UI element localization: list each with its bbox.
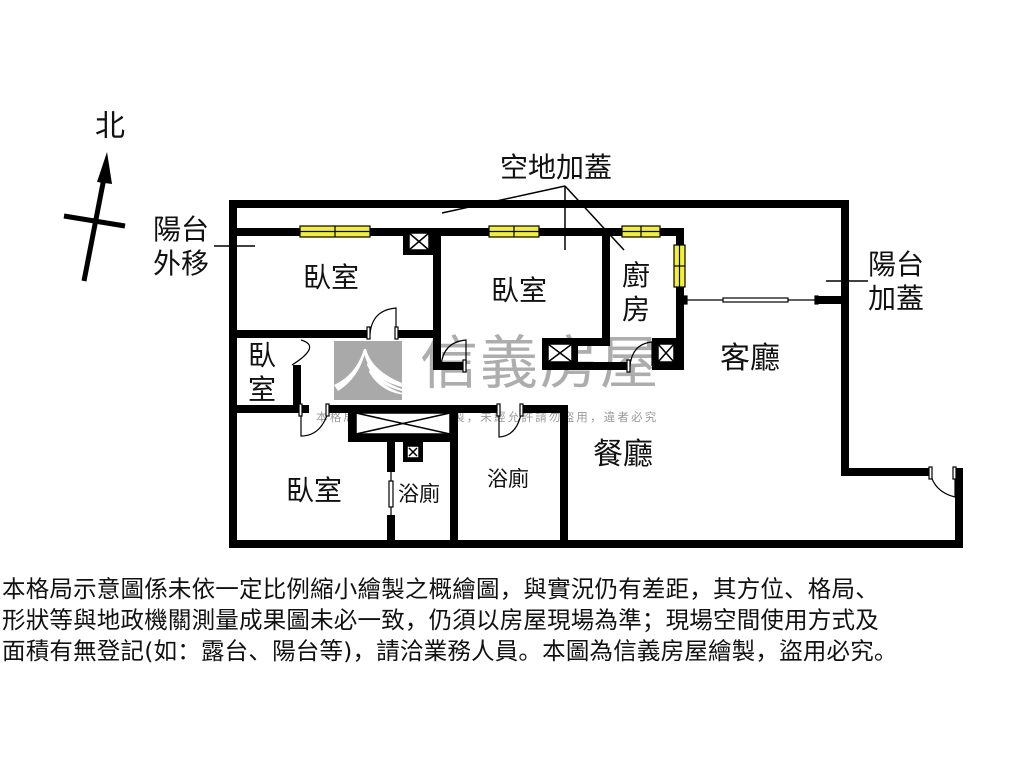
callout-line-1: 陽台 <box>868 248 925 281</box>
room-label-bedroom-sw: 臥室 <box>286 474 343 507</box>
room-label-bathroom-1: 浴廁 <box>398 482 440 506</box>
callout-vacant-land-addition: 空地加蓋 <box>500 151 613 184</box>
room-label-dining-room: 餐廳 <box>593 437 653 472</box>
disclaimer-line-1: 本格局示意圖係未依一定比例縮小繪製之概繪圖，與實況仍有差距，其方位、格局、 <box>2 575 879 603</box>
windows <box>299 225 686 288</box>
floor-plan <box>63 152 963 548</box>
kitchen-char-1: 廚 <box>622 259 651 292</box>
copyright-watermark-text: 本格局圖為信義房屋繪製，未經允許請勿盜用，違者必究 <box>316 410 659 424</box>
callout-line-2: 外移 <box>153 247 210 280</box>
callout-line-1: 陽台 <box>153 213 210 246</box>
bedroom-small-char-2: 室 <box>248 373 277 406</box>
callout-line-2: 加蓋 <box>868 282 925 315</box>
room-label-living-room: 客廳 <box>720 341 780 376</box>
brand-logo-watermark <box>334 341 402 400</box>
disclaimer-line-3: 面積有無登記(如：露台、陽台等)，請洽業務人員。本圖為信義房屋繪製，盜用必究。 <box>2 637 898 665</box>
north-label: 北 <box>95 109 125 144</box>
room-label-kitchen: 廚 房 <box>622 259 650 327</box>
room-label-bedroom-small: 臥 室 <box>248 339 276 407</box>
room-label-bathroom-2: 浴廁 <box>487 467 529 491</box>
bathroom-sliding-door <box>388 472 394 515</box>
north-arrow-icon <box>63 152 126 282</box>
swing-doors <box>291 307 957 498</box>
callout-balcony-moved-out: 陽台 外移 <box>153 213 209 281</box>
callout-balcony-addition: 陽台 加蓋 <box>868 248 924 316</box>
sliding-door <box>683 295 819 305</box>
brand-logo-icon <box>334 349 402 395</box>
room-label-bedroom-nw: 臥室 <box>303 261 360 294</box>
duct-shaft-icons <box>355 232 675 459</box>
kitchen-char-2: 房 <box>622 293 651 326</box>
disclaimer-text: 本格局示意圖係未依一定比例縮小繪製之概繪圖，與實況仍有差距，其方位、格局、 形狀… <box>2 574 1024 667</box>
room-label-bedroom-center: 臥室 <box>491 274 548 307</box>
disclaimer-line-2: 形狀等與地政機關測量成果圖未必一致，仍須以房屋現場為準；現場空間使用方式及 <box>2 606 879 634</box>
bedroom-small-char-1: 臥 <box>248 339 277 372</box>
